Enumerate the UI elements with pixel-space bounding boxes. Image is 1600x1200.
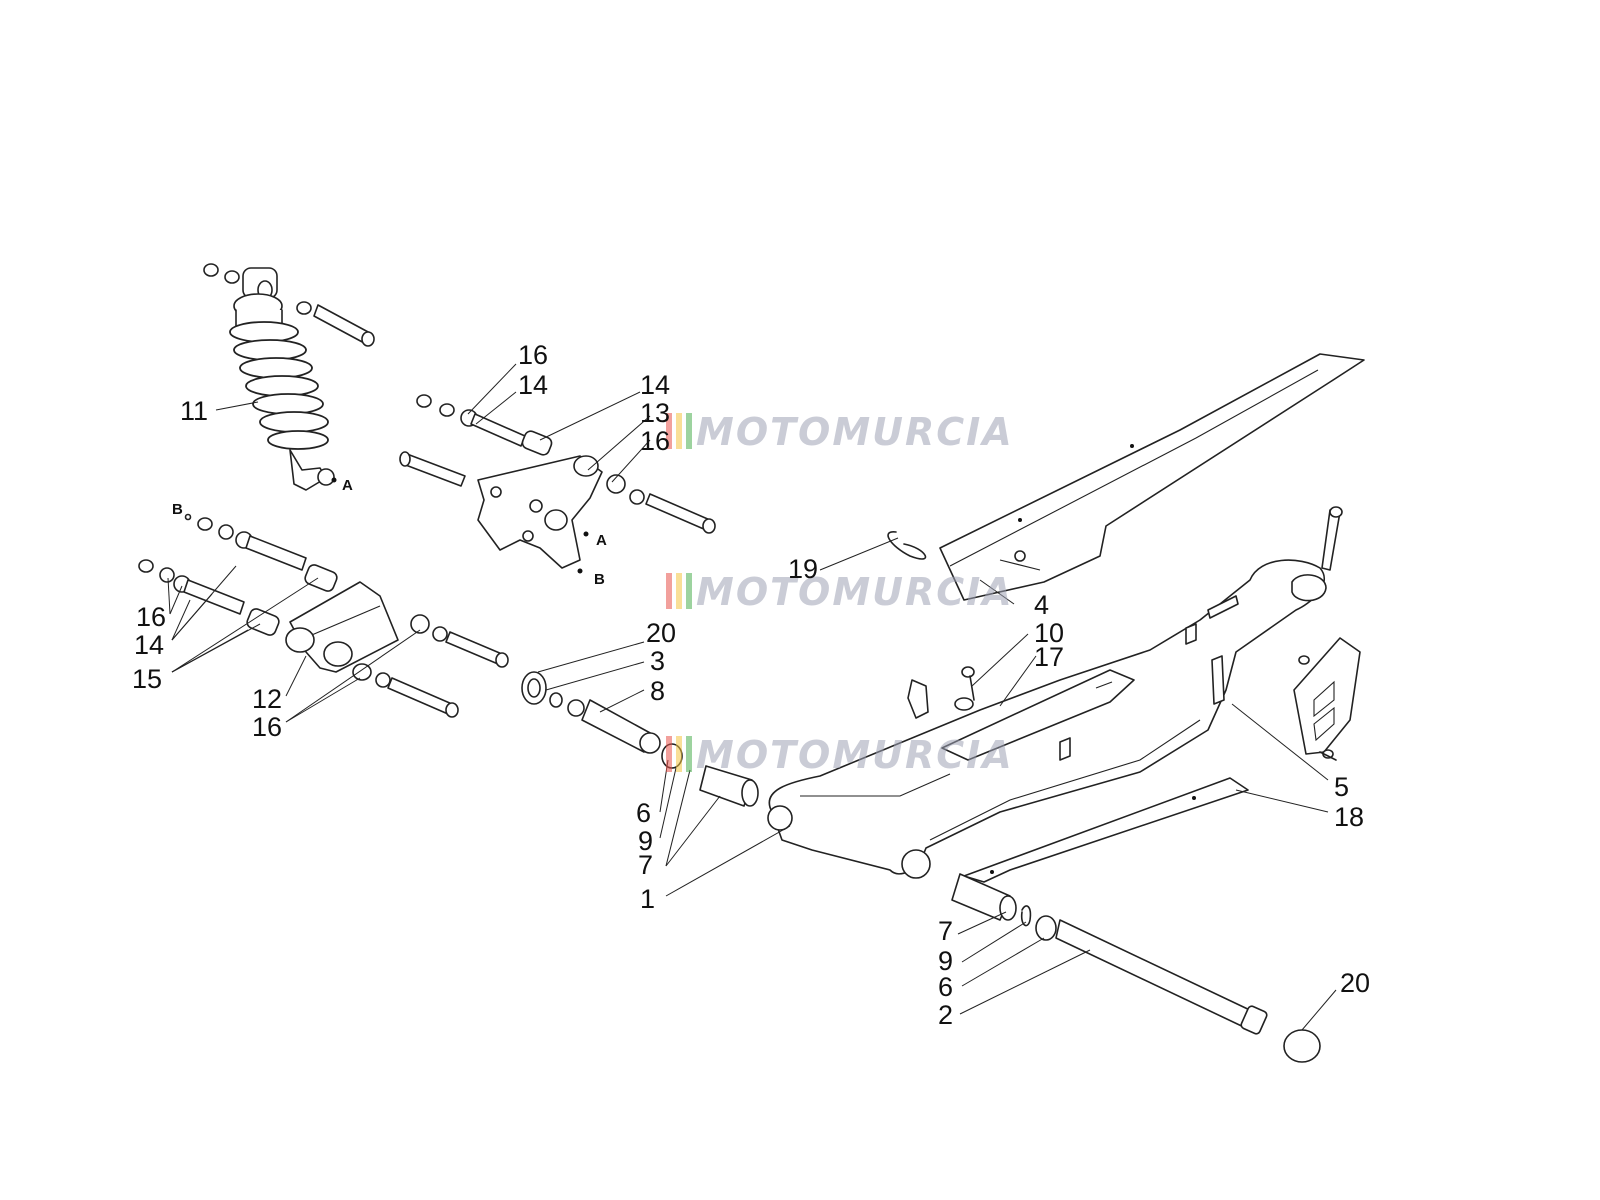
callout-10: 10 [1034,618,1064,648]
callout-18: 18 [1334,802,1364,832]
rocker-bracket [399,394,716,574]
callout-16: 16 [252,712,282,742]
watermark-top: MOTOMURCIA [666,410,1014,454]
sprocket-cover [1293,637,1361,761]
callout-14: 14 [134,630,164,660]
plate-17 [941,666,1135,761]
suspension-linkage [138,513,509,718]
reference-mark-a-bracket: A [596,532,607,549]
callout-15: 15 [132,664,162,694]
callout-6: 6 [938,972,953,1002]
watermark-bottom: MOTOMURCIA [666,733,1014,777]
callout-3: 3 [650,646,665,676]
callout-19: 19 [788,554,818,584]
callout-8: 8 [650,676,665,706]
reference-mark-b-linkage: B [172,501,183,518]
callout-20: 20 [1340,968,1370,998]
callout-13: 13 [640,398,670,428]
callout-7: 7 [638,850,653,880]
callout-14: 14 [640,370,670,400]
watermark-text: MOTOMURCIA [696,410,1014,454]
watermark-text: MOTOMURCIA [696,733,1014,777]
callout-9: 9 [638,826,653,856]
callout-16: 16 [136,602,166,632]
callout-17: 17 [1034,642,1064,672]
callout-14: 14 [518,370,548,400]
shock-absorber [203,263,375,491]
reference-mark-b-bracket: B [594,571,605,588]
callout-5: 5 [1334,772,1349,802]
reference-mark-a-shock: A [342,477,353,494]
watermark-text: MOTOMURCIA [696,570,1014,614]
plate-18 [963,777,1249,883]
callout-9: 9 [938,946,953,976]
callout-labels: 11 16 14 14 13 16 16 14 15 12 16 20 3 8 … [132,340,1370,1030]
callout-11: 11 [180,396,208,426]
callout-7: 7 [938,916,953,946]
callout-2: 2 [938,1000,953,1030]
callout-16: 16 [640,426,670,456]
callout-4: 4 [1034,590,1049,620]
leader-lines [167,363,1337,1031]
callout-1: 1 [640,884,655,914]
callout-16: 16 [518,340,548,370]
callout-20: 20 [646,618,676,648]
watermark-middle: MOTOMURCIA [666,570,1014,614]
callout-6: 6 [636,798,651,828]
callout-12: 12 [252,684,282,714]
